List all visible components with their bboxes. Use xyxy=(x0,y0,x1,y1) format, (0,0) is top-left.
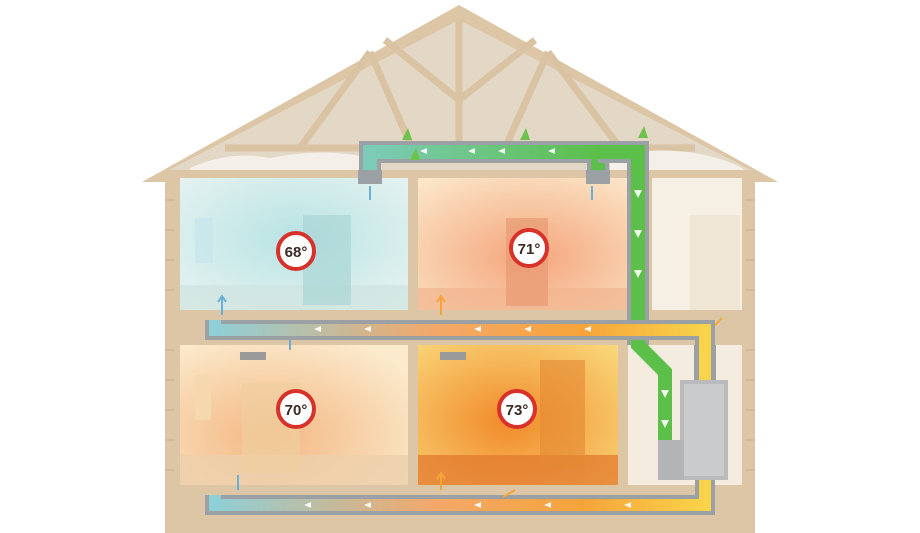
vent-icon xyxy=(440,352,466,360)
thermostat-upstairs-middle: 71° xyxy=(509,228,549,268)
thermostat-downstairs-middle: 73° xyxy=(497,389,537,429)
door xyxy=(540,360,585,470)
upstairs-supply-duct xyxy=(205,320,715,345)
thermostat-reading: 70° xyxy=(285,402,308,419)
airflow-arrow-icon xyxy=(304,148,669,508)
thermostat-icon xyxy=(509,228,549,268)
interior-wall xyxy=(408,170,418,310)
thermostat-icon xyxy=(276,231,316,271)
window xyxy=(195,218,213,263)
thermostat-downstairs-left: 70° xyxy=(276,389,316,429)
thermostat-reading: 71° xyxy=(518,241,541,258)
furnace-icon xyxy=(658,380,728,480)
vent-up-arrow-icon xyxy=(217,186,593,490)
thermostat-reading: 68° xyxy=(285,244,308,261)
interior-wall xyxy=(618,345,628,485)
door xyxy=(690,215,740,310)
attic-exhaust-duct xyxy=(358,141,672,460)
downstairs-supply-duct xyxy=(205,480,715,515)
fresh-air-icon xyxy=(402,126,648,160)
floor-upstairs-left xyxy=(180,285,408,310)
supply-riser xyxy=(694,345,716,385)
thermostat-upstairs-left: 68° xyxy=(276,231,316,271)
thermostat-icon xyxy=(497,389,537,429)
vent-icon xyxy=(240,352,266,360)
interior-wall xyxy=(408,345,418,485)
floor-downstairs-middle xyxy=(418,455,618,485)
window xyxy=(195,375,211,420)
thermostat-icon xyxy=(276,389,316,429)
thermostat-reading: 73° xyxy=(506,402,529,419)
vent-up-arrow-icon xyxy=(436,294,723,498)
